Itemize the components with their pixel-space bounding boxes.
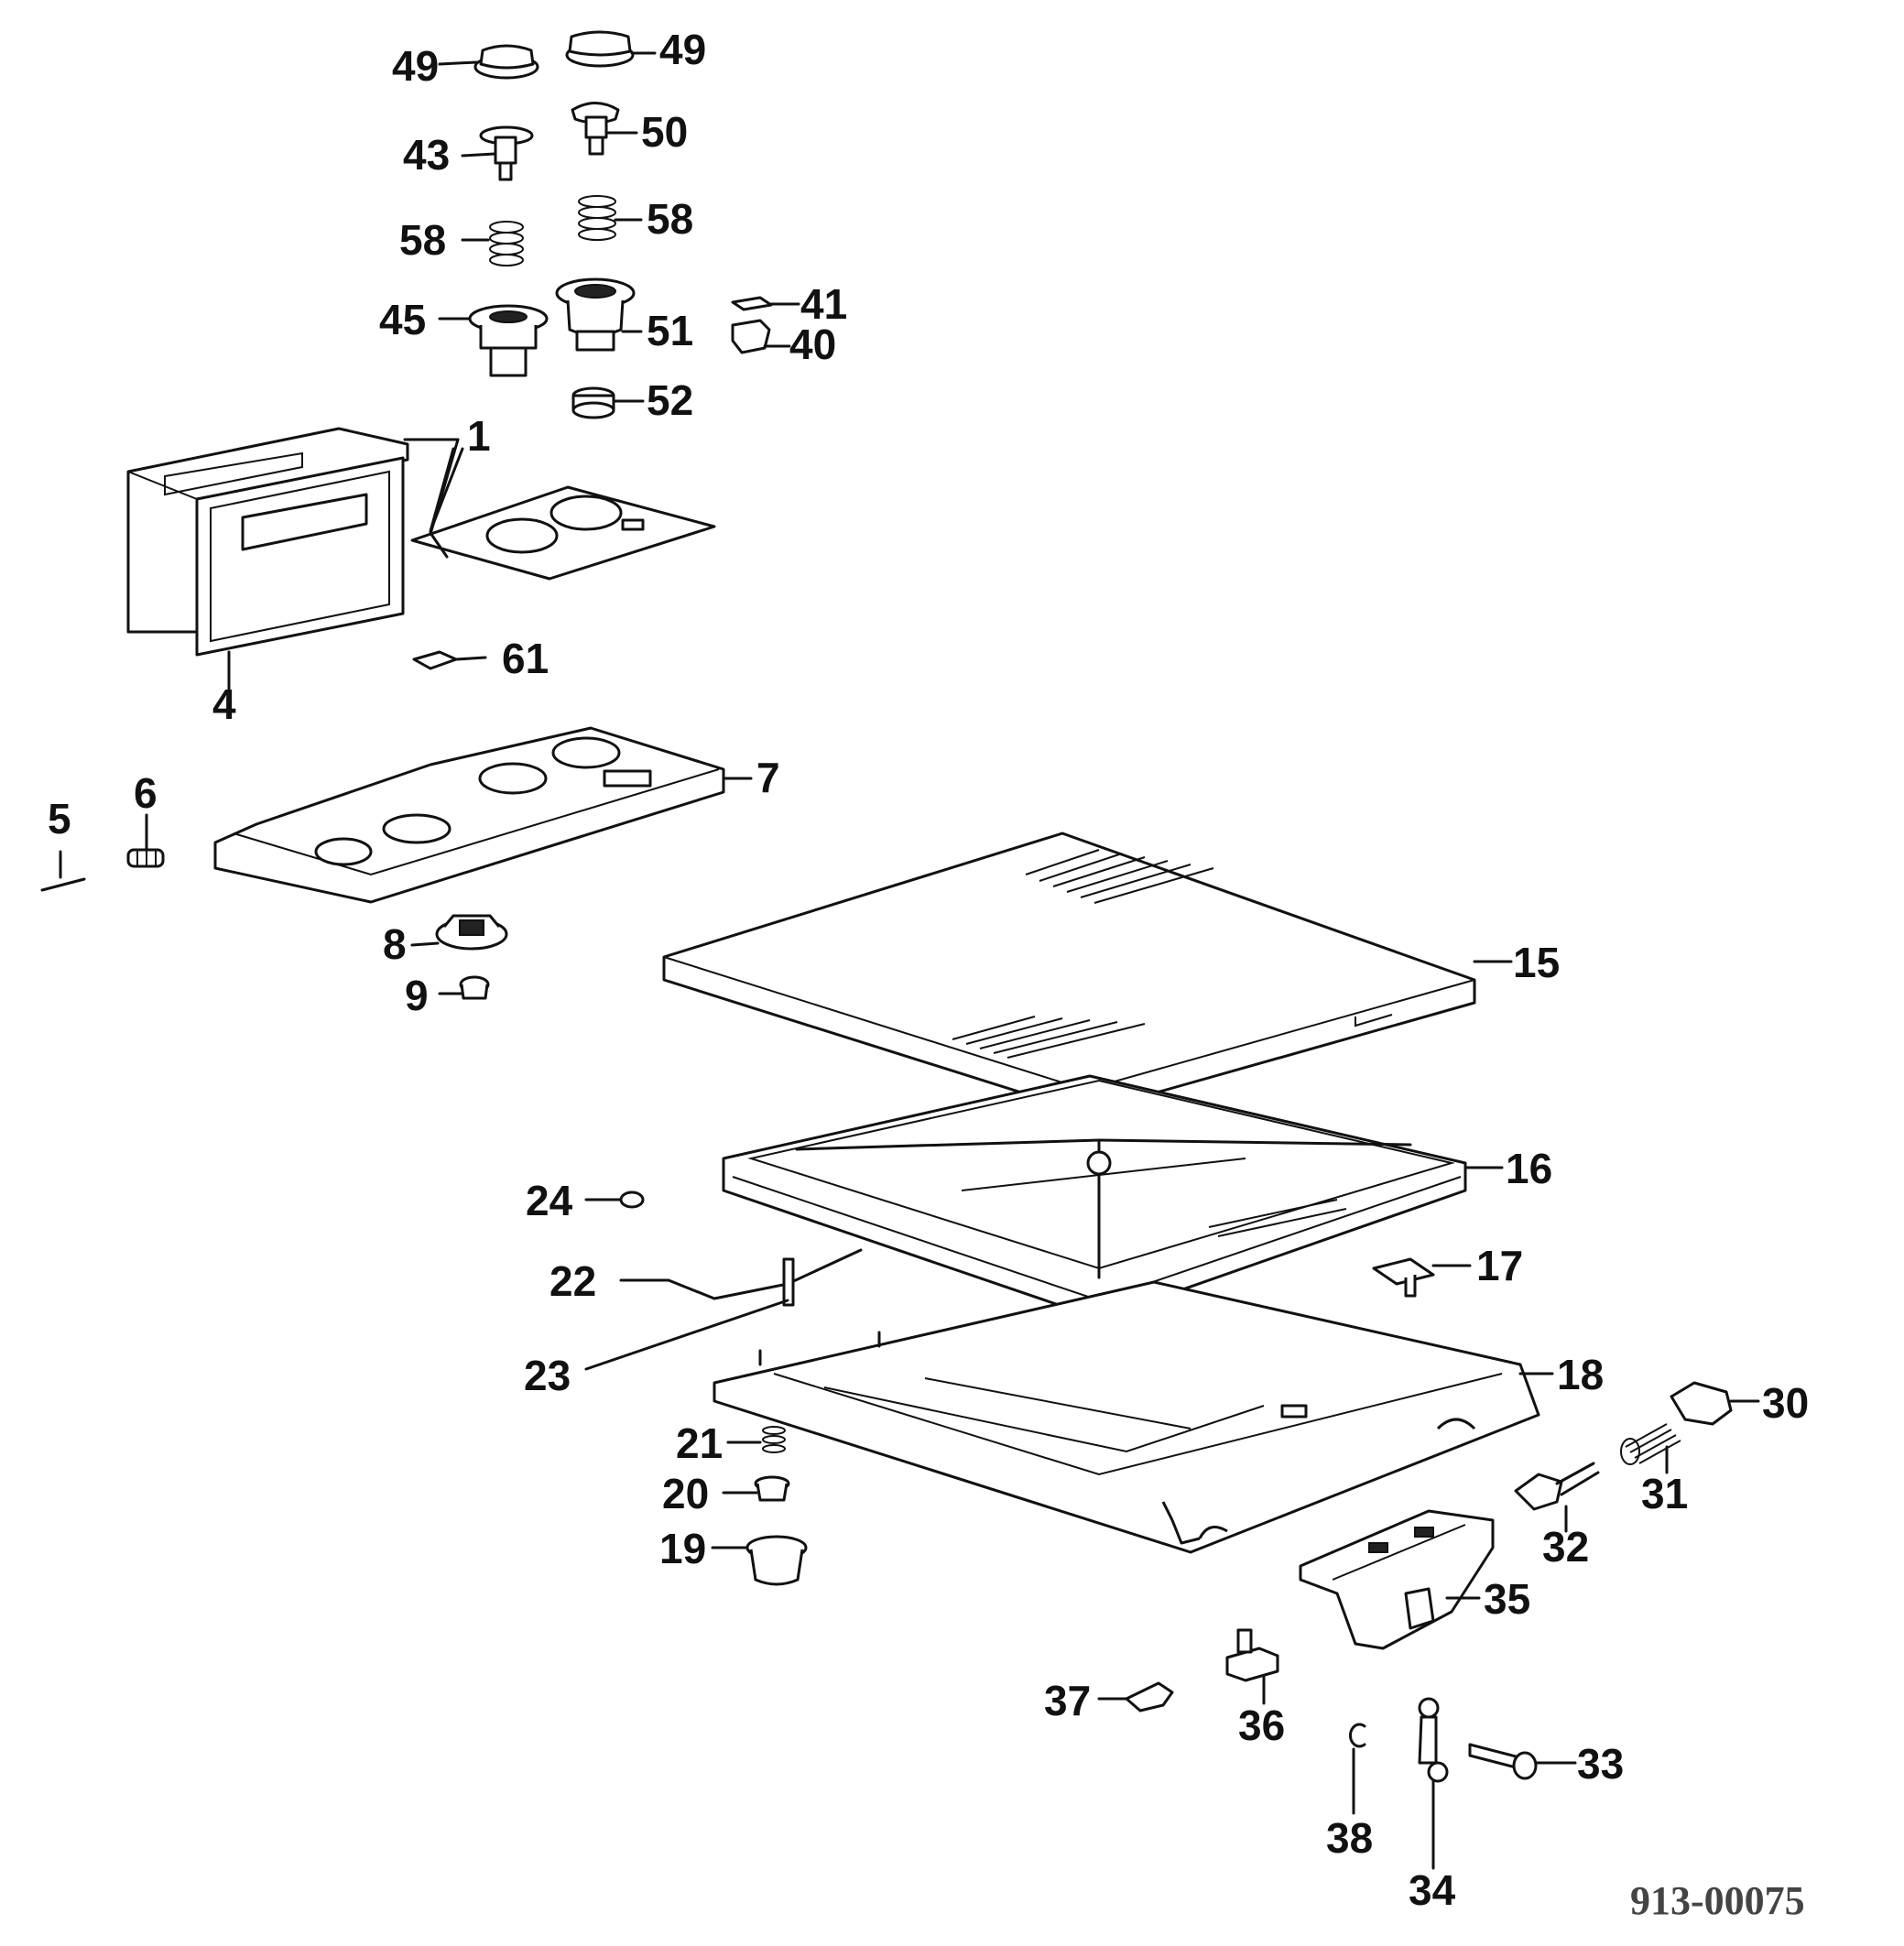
callout-16: 16	[1506, 1145, 1552, 1192]
clip-41	[731, 296, 800, 311]
callout-35: 35	[1484, 1575, 1530, 1623]
plug-24	[584, 1190, 645, 1209]
callout-7: 7	[756, 754, 780, 801]
callout-49b: 49	[659, 26, 706, 73]
shaft-43	[461, 125, 534, 181]
callout-34: 34	[1409, 1866, 1456, 1914]
clip-17	[1372, 1257, 1472, 1298]
bolt-33	[1468, 1743, 1577, 1780]
latch-30	[1670, 1381, 1760, 1426]
plug-20	[722, 1475, 790, 1502]
callout-43: 43	[403, 131, 450, 179]
knob-8	[410, 914, 508, 951]
link-34	[1418, 1697, 1449, 1870]
callout-38: 38	[1326, 1814, 1373, 1862]
callout-15: 15	[1513, 939, 1560, 986]
clip-61	[412, 650, 487, 670]
callout-50: 50	[641, 108, 688, 156]
leader-23	[584, 1299, 789, 1371]
cover-plate-1	[410, 447, 716, 581]
spring-6	[126, 813, 165, 868]
callout-21: 21	[676, 1419, 723, 1467]
callout-9: 9	[405, 972, 429, 1019]
callout-4: 4	[212, 680, 236, 728]
callout-24: 24	[526, 1177, 573, 1224]
panel-7	[213, 726, 753, 904]
callout-51: 51	[647, 307, 693, 354]
callout-32: 32	[1542, 1523, 1589, 1571]
spring-58-left	[461, 221, 524, 266]
bushing-51	[555, 277, 643, 352]
clip-40	[731, 319, 791, 354]
leader-1	[403, 438, 460, 536]
lock-35	[1299, 1509, 1495, 1650]
callout-41: 41	[800, 280, 847, 328]
callout-6: 6	[134, 769, 158, 817]
callout-30: 30	[1762, 1379, 1809, 1427]
callout-8: 8	[383, 920, 407, 968]
hook-37	[1097, 1681, 1174, 1712]
clip-36	[1225, 1628, 1279, 1705]
callout-61: 61	[502, 635, 549, 682]
nut-52	[571, 386, 645, 419]
spring-31	[1620, 1423, 1681, 1474]
pin-5	[40, 850, 86, 892]
lid-15	[662, 832, 1513, 1114]
frame-16	[722, 1074, 1504, 1321]
spring-21	[726, 1426, 786, 1453]
callout-49a: 49	[392, 42, 439, 90]
callout-36: 36	[1238, 1701, 1285, 1749]
ring-38	[1348, 1723, 1366, 1815]
callout-19: 19	[659, 1525, 706, 1572]
callout-52: 52	[647, 376, 693, 424]
panel-4-front	[195, 456, 405, 693]
spring-58-right	[578, 195, 643, 241]
callout-1: 1	[467, 412, 491, 460]
callout-33: 33	[1577, 1740, 1624, 1788]
callout-22: 22	[549, 1257, 596, 1305]
callout-23: 23	[524, 1352, 571, 1399]
callout-40: 40	[789, 321, 836, 368]
callout-58a: 58	[399, 216, 446, 264]
document-number: 913-00075	[1630, 1878, 1805, 1923]
callout-17: 17	[1476, 1242, 1523, 1289]
cap-9	[438, 975, 490, 1000]
callout-37: 37	[1044, 1677, 1091, 1724]
shaft-50	[571, 102, 638, 156]
callout-58b: 58	[647, 195, 693, 243]
callout-labels: 49 49 43 50 58 58 45 51 41 40 52 1 61 4 …	[48, 26, 1809, 1914]
base-18	[713, 1280, 1554, 1554]
callout-45: 45	[379, 296, 426, 343]
callout-31: 31	[1641, 1470, 1688, 1517]
knob-49-left	[438, 44, 539, 80]
lever-32	[1514, 1462, 1600, 1533]
rod-22	[619, 1248, 863, 1307]
callout-20: 20	[662, 1470, 709, 1517]
knob-49-right	[565, 30, 657, 68]
foot-19	[711, 1535, 808, 1586]
bushing-45	[438, 304, 549, 377]
callout-5: 5	[48, 795, 71, 843]
callout-18: 18	[1557, 1351, 1604, 1398]
